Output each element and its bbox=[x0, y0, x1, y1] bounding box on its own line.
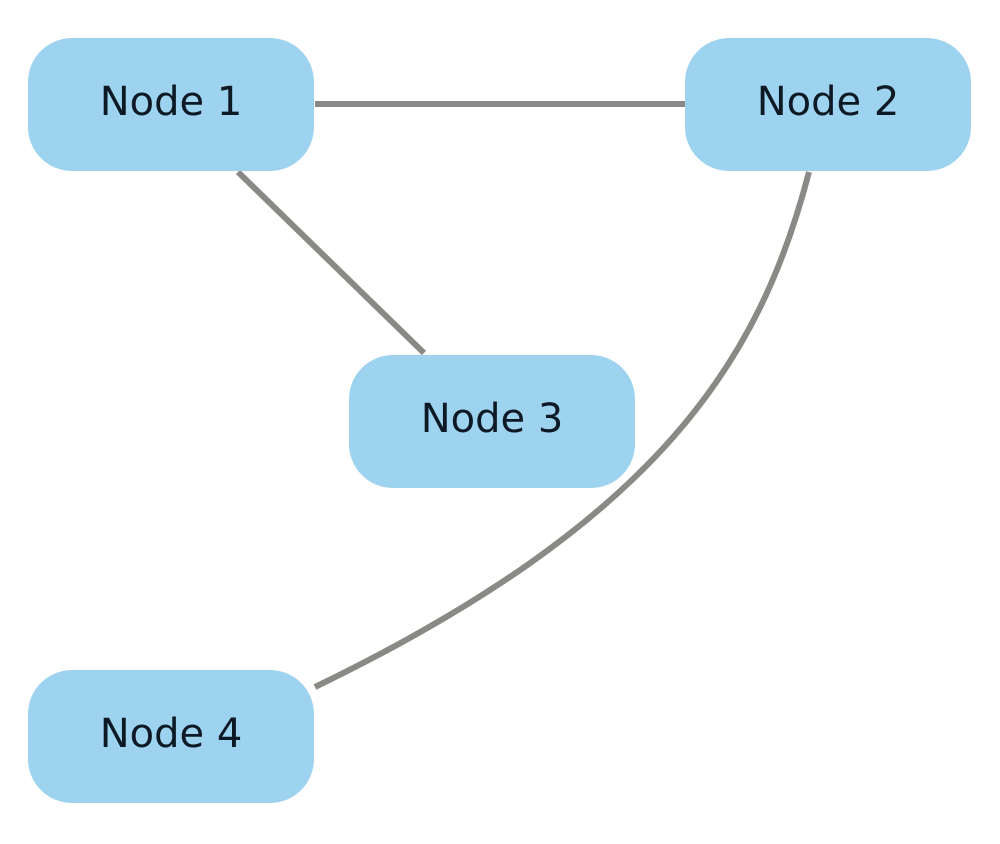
node-4[interactable]: Node 4 bbox=[28, 670, 314, 803]
node-2-label: Node 2 bbox=[757, 79, 900, 125]
node-4-box bbox=[28, 670, 314, 803]
node-1-box bbox=[28, 38, 314, 171]
node-2-box bbox=[685, 38, 971, 171]
node-3-box bbox=[349, 355, 635, 488]
node-4-label: Node 4 bbox=[100, 711, 243, 757]
node-1-label: Node 1 bbox=[100, 79, 243, 125]
node-3-label: Node 3 bbox=[421, 396, 564, 442]
node-1[interactable]: Node 1 bbox=[28, 38, 314, 171]
edge-node1-node3 bbox=[235, 169, 427, 356]
node-3[interactable]: Node 3 bbox=[349, 355, 635, 488]
edges bbox=[235, 101, 812, 690]
edge-node2-node4 bbox=[313, 171, 812, 690]
node-2[interactable]: Node 2 bbox=[685, 38, 971, 171]
